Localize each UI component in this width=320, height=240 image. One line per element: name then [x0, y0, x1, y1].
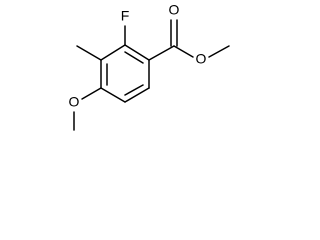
ring-bond-c1-c2 — [124, 44, 150, 61]
methyl-substituent — [76, 45, 102, 61]
ring-double-bond-c5-c6 — [124, 84, 144, 96]
methoxy-oxygen-label: O — [69, 94, 80, 110]
ring-bond-c2-c3 — [100, 44, 126, 61]
ring-bond-c5-c6 — [124, 87, 150, 103]
fluorine-atom-label: F — [121, 8, 130, 24]
benzene-ring — [100, 44, 150, 103]
ester-oxygen-label: O — [196, 51, 207, 67]
fluoro-substituent: F — [121, 8, 130, 46]
bond-c4-o — [81, 87, 102, 100]
ring-double-bond-c1-c2 — [124, 51, 144, 64]
carbonyl-oxygen-label: O — [169, 2, 180, 18]
bond-c3-methyl — [76, 45, 102, 61]
bond-ester-oxygen-methyl — [208, 45, 230, 58]
molecule-structure: F O O O — [69, 2, 230, 131]
methyl-ester-substituent: O O — [148, 2, 230, 67]
methoxy-substituent: O — [69, 87, 102, 131]
bond-c1-carbonyl-carbon — [148, 45, 175, 61]
bond-carbonyl-ester-oxygen — [173, 45, 194, 58]
ring-bond-c4-c5 — [100, 87, 126, 103]
